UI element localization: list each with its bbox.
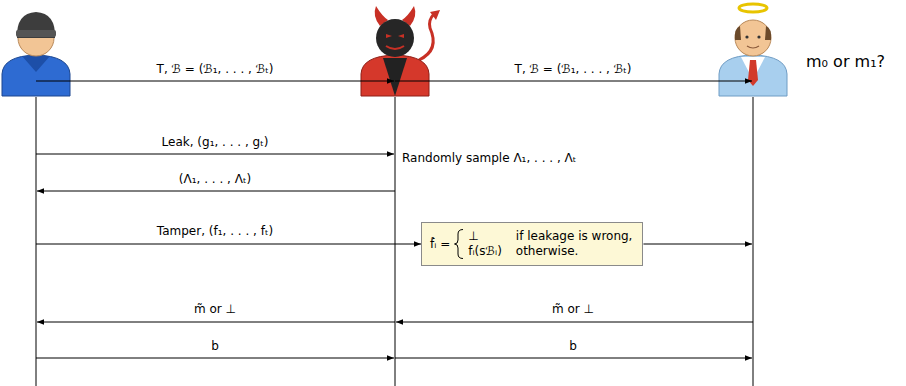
message-label: T, ℬ = (ℬ₁, . . . , ℬₜ) — [515, 61, 632, 77]
angel-figure — [719, 55, 787, 96]
case-text: ⊥ — [468, 229, 502, 244]
attacker-figure — [22, 56, 50, 72]
message-label: m̃ or ⊥ — [194, 301, 236, 317]
case-text: otherwise. — [516, 244, 633, 259]
devil-figure — [376, 19, 414, 57]
message-arrow — [36, 81, 394, 82]
message-label: b — [569, 338, 577, 354]
devil-figure — [361, 55, 429, 96]
definition-box: f̂ᵢ = ⊥ if leakage is wrong, fᵢ(sℬᵢ) otherwi… — [421, 222, 643, 266]
angel-figure — [719, 4, 787, 96]
message-arrow — [37, 191, 395, 192]
message-arrow — [37, 322, 395, 323]
devil-figure — [419, 14, 434, 60]
message-arrow — [36, 81, 753, 358]
message-arrow — [395, 358, 752, 359]
angel-figure — [739, 4, 767, 12]
devil-figure — [386, 46, 404, 49]
message-arrow — [643, 244, 752, 245]
case-grid: ⊥ if leakage is wrong, fᵢ(sℬᵢ) otherwise. — [468, 229, 632, 259]
angel-figure — [735, 20, 771, 56]
devil-figure — [361, 6, 440, 96]
angel-figure — [757, 35, 760, 38]
devil-figure — [383, 58, 407, 96]
lifeline — [36, 97, 37, 386]
angel-figure — [745, 35, 748, 38]
attacker-figure — [16, 30, 56, 37]
message-label: T, ℬ = (ℬ₁, . . . , ℬₜ) — [157, 61, 274, 77]
angel-figure — [765, 26, 771, 40]
curly-brace — [454, 229, 464, 259]
message-arrow — [395, 81, 752, 82]
attacker-figure — [17, 12, 55, 38]
message-arrow — [36, 244, 421, 245]
lifeline — [753, 97, 754, 386]
message-label: Leak, (g₁, . . . , gₜ) — [162, 134, 269, 150]
message-arrow — [36, 358, 394, 359]
case-text: fᵢ(sℬᵢ) — [468, 244, 502, 259]
message-label: b — [211, 338, 219, 354]
question-note: m₀ or m₁? — [806, 52, 885, 72]
message-arrow — [396, 322, 753, 323]
lifeline — [395, 97, 396, 386]
devil-figure — [398, 34, 404, 38]
message-label: m̃ or ⊥ — [552, 301, 594, 317]
devil-figure — [386, 34, 392, 38]
message-arrow — [36, 154, 394, 155]
lifeline — [36, 97, 753, 386]
angel-figure — [735, 26, 741, 40]
attacker-figure — [2, 12, 70, 96]
message-label: (Λ₁, . . . , Λₜ) — [179, 171, 251, 187]
message-label: Randomly sample Λ₁, . . . , Λₜ — [402, 150, 576, 166]
case-text: if leakage is wrong, — [516, 229, 633, 244]
angel-figure — [748, 60, 758, 86]
curly-brace — [455, 230, 464, 259]
formula-head: f̂ᵢ = — [430, 237, 450, 252]
message-label: Tamper, (f₁, . . . , fₜ) — [157, 223, 273, 239]
angel-figure — [747, 46, 759, 48]
devil-figure — [430, 10, 440, 20]
attacker-figure — [2, 55, 70, 96]
